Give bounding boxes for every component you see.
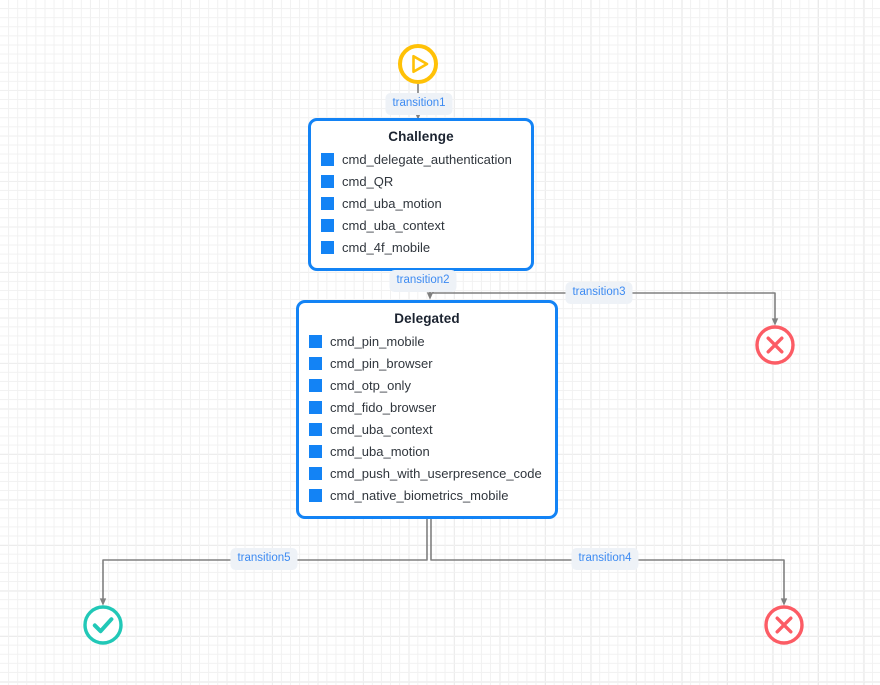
x-circle-icon: [764, 605, 804, 645]
command-label: cmd_pin_mobile: [330, 333, 425, 349]
edge-label-transition4[interactable]: transition4: [571, 548, 639, 570]
command-swatch-icon: [321, 174, 334, 188]
start-node[interactable]: [397, 43, 439, 85]
play-circle-icon: [398, 44, 438, 84]
command-row[interactable]: cmd_4f_mobile: [321, 236, 521, 258]
state-node-delegated[interactable]: Delegated cmd_pin_mobile cmd_pin_browser…: [296, 300, 558, 519]
command-swatch-icon: [309, 466, 322, 480]
command-row[interactable]: cmd_otp_only: [309, 374, 545, 396]
command-label: cmd_uba_motion: [342, 195, 442, 211]
node-title: Delegated: [394, 311, 460, 326]
command-label: cmd_push_with_userpresence_code: [330, 465, 542, 481]
command-label: cmd_uba_motion: [330, 443, 430, 459]
command-row[interactable]: cmd_push_with_userpresence_code: [309, 462, 545, 484]
command-row[interactable]: cmd_native_biometrics_mobile: [309, 484, 545, 506]
command-row[interactable]: cmd_uba_context: [321, 214, 521, 236]
command-swatch-icon: [321, 152, 334, 166]
command-swatch-icon: [309, 422, 322, 436]
command-swatch-icon: [309, 488, 322, 502]
check-circle-icon: [83, 605, 123, 645]
command-swatch-icon: [321, 196, 334, 210]
command-row[interactable]: cmd_pin_browser: [309, 352, 545, 374]
edge-label-transition5[interactable]: transition5: [230, 548, 298, 570]
command-row[interactable]: cmd_fido_browser: [309, 396, 545, 418]
command-label: cmd_native_biometrics_mobile: [330, 487, 509, 503]
failure-node-bottom[interactable]: [763, 604, 805, 646]
command-row[interactable]: cmd_uba_motion: [321, 192, 521, 214]
command-label: cmd_uba_context: [342, 217, 445, 233]
command-label: cmd_otp_only: [330, 377, 411, 393]
command-row[interactable]: cmd_uba_context: [309, 418, 545, 440]
edge-label-transition3[interactable]: transition3: [565, 282, 633, 304]
command-swatch-icon: [309, 400, 322, 414]
command-label: cmd_delegate_authentication: [342, 151, 512, 167]
command-label: cmd_fido_browser: [330, 399, 437, 415]
command-swatch-icon: [309, 378, 322, 392]
command-row[interactable]: cmd_QR: [321, 170, 521, 192]
command-label: cmd_pin_browser: [330, 355, 433, 371]
failure-node-top[interactable]: [754, 324, 796, 366]
node-title: Challenge: [388, 129, 454, 144]
command-label: cmd_uba_context: [330, 421, 433, 437]
command-swatch-icon: [321, 218, 334, 232]
edge-label-transition2[interactable]: transition2: [389, 270, 457, 292]
edge-label-transition1[interactable]: transition1: [385, 93, 453, 115]
command-swatch-icon: [321, 240, 334, 254]
x-circle-icon: [755, 325, 795, 365]
success-node[interactable]: [82, 604, 124, 646]
command-label: cmd_QR: [342, 173, 394, 189]
command-swatch-icon: [309, 334, 322, 348]
command-row[interactable]: cmd_uba_motion: [309, 440, 545, 462]
command-row[interactable]: cmd_delegate_authentication: [321, 148, 521, 170]
command-row[interactable]: cmd_pin_mobile: [309, 330, 545, 352]
command-swatch-icon: [309, 356, 322, 370]
command-label: cmd_4f_mobile: [342, 239, 431, 255]
state-node-challenge[interactable]: Challenge cmd_delegate_authentication cm…: [308, 118, 534, 271]
command-swatch-icon: [309, 444, 322, 458]
